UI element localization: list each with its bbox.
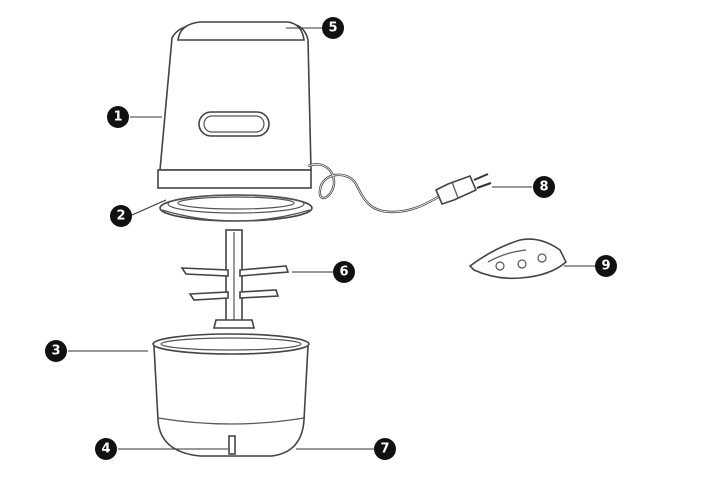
svg-text:5: 5	[328, 21, 337, 36]
svg-text:8: 8	[539, 180, 548, 195]
svg-text:3: 3	[51, 344, 60, 359]
spare-blade	[468, 238, 567, 280]
callout-4: 4	[95, 438, 117, 460]
bowl	[152, 333, 310, 457]
svg-text:4: 4	[101, 442, 110, 457]
callout-2: 2	[110, 205, 132, 227]
callout-8: 8	[533, 176, 555, 198]
callout-3: 3	[45, 340, 67, 362]
housing-base-ring	[157, 169, 312, 189]
callout-7: 7	[374, 438, 396, 460]
housing-window	[198, 111, 270, 137]
svg-text:7: 7	[380, 442, 389, 457]
svg-text:6: 6	[339, 265, 348, 280]
leader-lines	[68, 27, 598, 450]
motor-housing	[157, 21, 312, 189]
power-cord	[307, 163, 492, 214]
plug	[434, 173, 492, 205]
callout-1: 1	[107, 106, 129, 128]
svg-text:1: 1	[113, 110, 122, 125]
lid	[159, 194, 313, 222]
svg-text:2: 2	[116, 209, 125, 224]
top-cap	[177, 21, 305, 41]
svg-text:9: 9	[601, 259, 610, 274]
callout-6: 6	[333, 261, 355, 283]
callout-9: 9	[595, 255, 617, 277]
callout-5: 5	[322, 17, 344, 39]
blade-assembly	[180, 229, 290, 329]
